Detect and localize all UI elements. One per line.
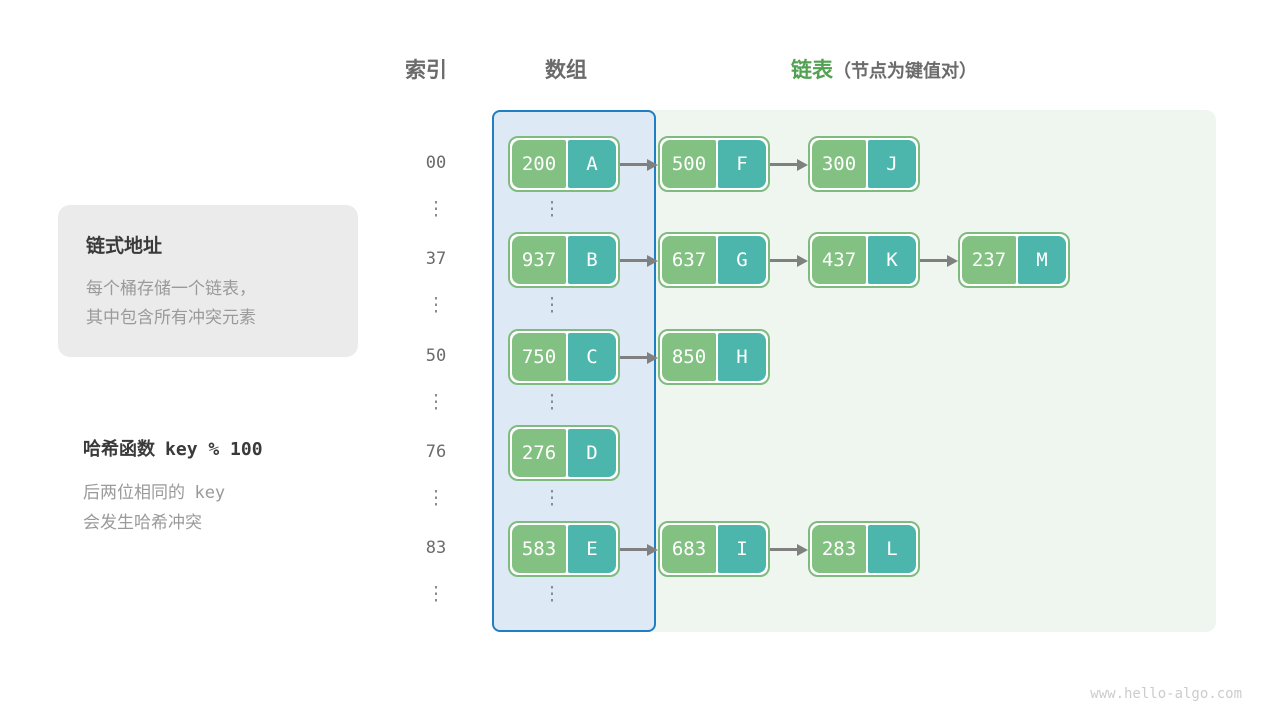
node-value: D: [568, 429, 616, 477]
hash-function-description-line-1: 后两位相同的 key: [83, 478, 225, 508]
index-ellipsis: ⋮: [426, 199, 446, 220]
node-key: 276: [512, 429, 566, 477]
column-header-linked-list-subtitle: （节点为键值对）: [833, 61, 977, 81]
array-ellipsis: ⋮: [542, 584, 562, 605]
node-key: 583: [512, 525, 566, 573]
hash-function-title: 哈希函数 key % 100: [83, 435, 263, 461]
array-ellipsis: ⋮: [542, 199, 562, 220]
node-value: H: [718, 333, 766, 381]
hash-function-description: 后两位相同的 key 会发生哈希冲突: [83, 478, 225, 538]
array-ellipsis: ⋮: [542, 488, 562, 509]
column-header-linked-list-label: 链表: [791, 59, 833, 82]
node-value: C: [568, 333, 616, 381]
hash-function-description-line-2: 会发生哈希冲突: [83, 513, 202, 532]
column-header-index: 索引: [405, 59, 447, 82]
watermark: www.hello-algo.com: [1090, 686, 1242, 702]
info-card-line-1: 每个桶存储一个链表，: [86, 279, 256, 298]
node-value: I: [718, 525, 766, 573]
bucket-index-label: 37: [425, 249, 447, 269]
bucket-index-label: 00: [425, 153, 447, 173]
node-key: 200: [512, 140, 566, 188]
index-ellipsis: ⋮: [426, 488, 446, 509]
node-value: M: [1018, 236, 1066, 284]
info-card-title: 链式地址: [86, 236, 163, 257]
index-ellipsis: ⋮: [426, 392, 446, 413]
node-value: L: [868, 525, 916, 573]
node-key: 283: [812, 525, 866, 573]
next-pointer-arrow-icon: [620, 544, 658, 556]
next-pointer-arrow-icon: [920, 255, 958, 267]
next-pointer-arrow-icon: [770, 255, 808, 267]
node-value: G: [718, 236, 766, 284]
next-pointer-arrow-icon: [770, 544, 808, 556]
hash-desc-cn: 后两位相同的: [83, 483, 185, 502]
bucket-index-label: 83: [425, 538, 447, 558]
index-ellipsis: ⋮: [426, 295, 446, 316]
node-key: 437: [812, 236, 866, 284]
node-key: 300: [812, 140, 866, 188]
bucket-index-label: 50: [425, 346, 447, 366]
next-pointer-arrow-icon: [620, 255, 658, 267]
node-key: 637: [662, 236, 716, 284]
node-value: A: [568, 140, 616, 188]
array-ellipsis: ⋮: [542, 392, 562, 413]
node-value: K: [868, 236, 916, 284]
node-value: E: [568, 525, 616, 573]
index-ellipsis: ⋮: [426, 584, 446, 605]
node-value: F: [718, 140, 766, 188]
next-pointer-arrow-icon: [620, 352, 658, 364]
node-value: B: [568, 236, 616, 284]
hash-function-title-label: 哈希函数: [83, 439, 155, 459]
node-key: 237: [962, 236, 1016, 284]
next-pointer-arrow-icon: [770, 159, 808, 171]
node-key: 500: [662, 140, 716, 188]
node-key: 750: [512, 333, 566, 381]
bucket-index-label: 76: [425, 442, 447, 462]
node-key: 937: [512, 236, 566, 284]
column-header-array: 数组: [545, 59, 587, 82]
node-key: 683: [662, 525, 716, 573]
next-pointer-arrow-icon: [620, 159, 658, 171]
column-header-linked-list: 链表（节点为键值对）: [791, 54, 977, 84]
hash-function-expression: key % 100: [165, 439, 263, 460]
info-card-line-2: 其中包含所有冲突元素: [86, 308, 256, 327]
node-key: 850: [662, 333, 716, 381]
info-card: 链式地址 每个桶存储一个链表， 其中包含所有冲突元素: [58, 205, 358, 357]
array-ellipsis: ⋮: [542, 295, 562, 316]
hash-desc-code: key: [194, 483, 226, 503]
node-value: J: [868, 140, 916, 188]
